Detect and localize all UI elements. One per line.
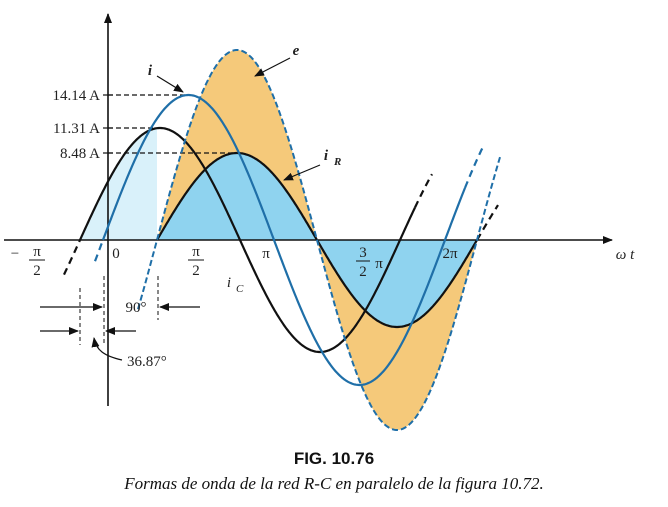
xtick-pi: π — [262, 246, 270, 262]
xtick-half-pi-den: 2 — [192, 263, 200, 279]
i-curve-extension-right — [463, 144, 485, 189]
i-curve — [101, 93, 467, 387]
xtick-half-pi-num: π — [192, 244, 200, 260]
ytick-label-11: 11.31 A — [53, 121, 100, 137]
label-ir-sub: R — [333, 156, 341, 168]
ir-curve-extension — [476, 204, 499, 241]
xtick-neg-half-pi-den: 2 — [33, 263, 41, 279]
xtick-two-pi: 2π — [442, 246, 458, 262]
figure-caption-title: FIG. 10.76 — [293, 449, 375, 468]
xtick-zero: 0 — [112, 246, 120, 262]
label-36-degrees: 36.87° — [127, 354, 167, 370]
xtick-three-half-den: 2 — [359, 264, 367, 280]
i-curve-extension-left — [93, 239, 105, 262]
ytick-label-8: 8.48 A — [60, 146, 100, 162]
leader-i — [156, 75, 184, 93]
label-90-degrees: 90° — [126, 300, 147, 316]
xtick-three-half-num: 3 — [359, 245, 367, 261]
leader-36 — [91, 337, 123, 361]
ytick-label-14: 14.14 A — [52, 88, 100, 104]
xtick-neg-half-pi-num: π — [33, 244, 41, 260]
e-curve — [137, 49, 501, 431]
label-e: e — [293, 43, 300, 59]
ic-curve-extension-right — [414, 173, 433, 208]
xtick-three-half-pi: π — [375, 256, 383, 272]
label-ic: i — [227, 275, 231, 291]
waveform-diagram: 14.14 A 11.31 A 8.48 A − π 2 0 π 2 π 3 2… — [4, 13, 635, 431]
ic-curve-extension-left — [63, 239, 82, 276]
label-ic-sub: C — [236, 283, 244, 295]
xtick-neg-sign: − — [11, 246, 19, 262]
leader-ir — [283, 164, 321, 181]
axis-label-omega-t: ω t — [616, 247, 635, 263]
leader-e — [254, 57, 291, 77]
label-i: i — [148, 63, 153, 79]
ic-curve — [78, 126, 416, 354]
figure-caption-text: Formas de onda de la red R-C en paralelo… — [124, 474, 544, 493]
label-ir: i — [324, 148, 329, 164]
ic-shaded-region — [80, 128, 157, 240]
